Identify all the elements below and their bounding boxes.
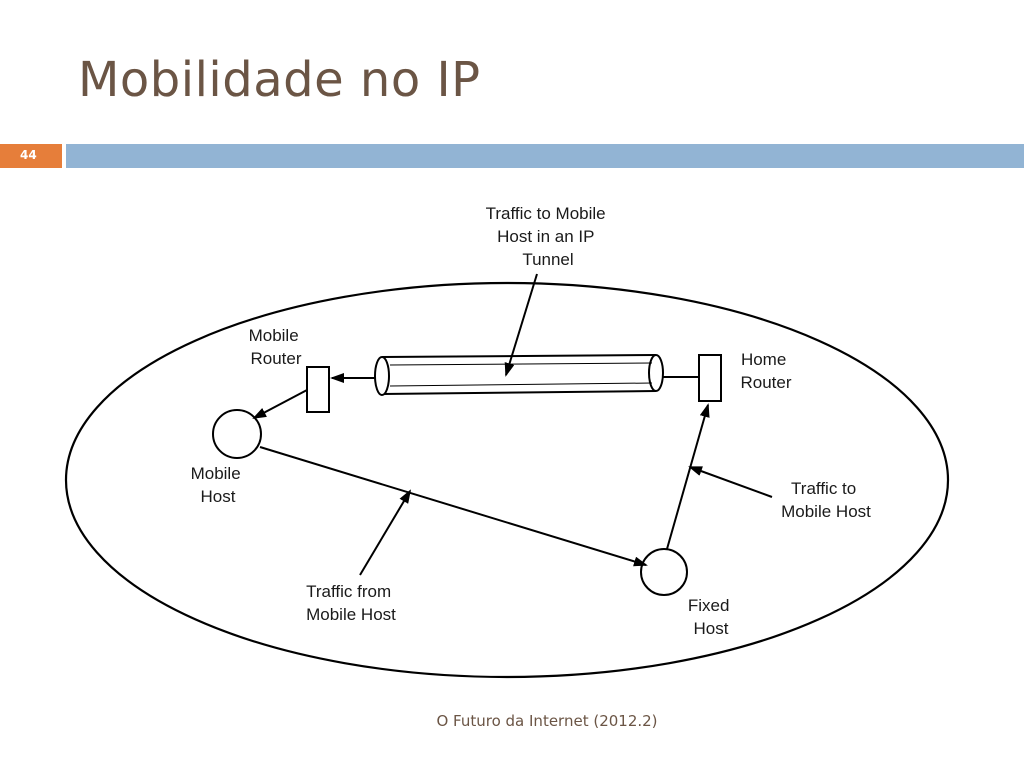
- mobile-to-fixed-arrow: [259, 446, 648, 567]
- traffic-to-pointer: [688, 466, 773, 498]
- slide-title: Mobilidade no IP: [78, 52, 481, 108]
- fixed-to-home-arrow: [666, 403, 710, 550]
- traffic-from-pointer: [359, 489, 412, 576]
- tunnel-label-pointer: [504, 273, 538, 377]
- fixed-host-node: [640, 548, 688, 596]
- ip-tunnel: [374, 354, 664, 396]
- tunnel-label: Traffic to Mobile Host in an IP Tunnel: [486, 204, 611, 269]
- router-to-host-arrow: [252, 389, 308, 419]
- mobile-host-label: Mobile Host: [191, 464, 246, 506]
- home-router-box: [698, 354, 722, 402]
- slide-footer: O Futuro da Internet (2012.2): [436, 712, 658, 730]
- mobile-router-box: [306, 366, 330, 413]
- home-router-label: Home Router: [740, 350, 791, 392]
- slide-number: 44: [20, 148, 37, 162]
- header-bar: [66, 144, 1024, 168]
- mobile-router-label: Mobile Router: [249, 326, 304, 368]
- slide-number-bar: [0, 144, 62, 168]
- fixed-host-label: Fixed Host: [688, 596, 734, 638]
- traffic-from-mobile-label: Traffic from Mobile Host: [306, 582, 396, 624]
- traffic-to-mobile-label: Traffic to Mobile Host: [781, 479, 871, 521]
- network-ellipse: [64, 281, 950, 679]
- mobile-host-node: [212, 409, 262, 459]
